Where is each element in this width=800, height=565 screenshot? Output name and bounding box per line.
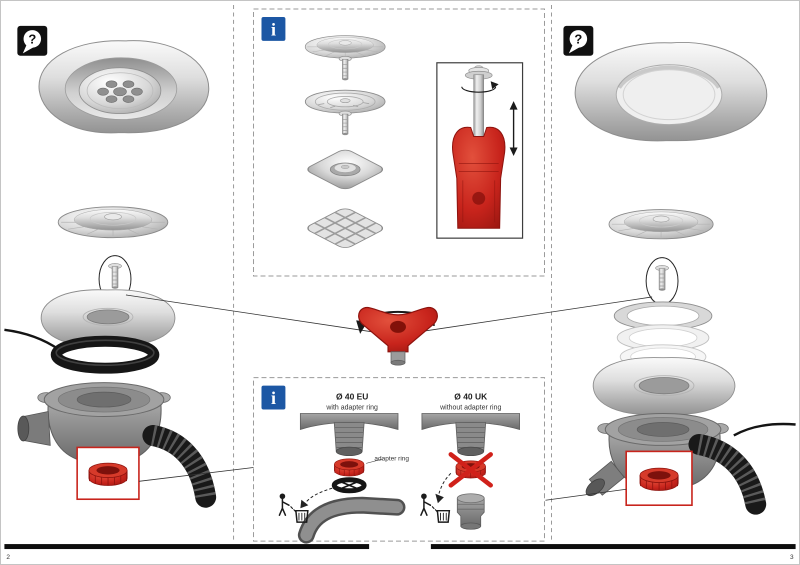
info-glyph: i [271, 388, 276, 408]
white-gasket-ring-1 [616, 324, 710, 352]
strainer-screw [655, 264, 670, 292]
red-service-key-front [452, 126, 506, 229]
finished-drain-top-view [38, 40, 210, 134]
strainer-variant-flat [304, 89, 386, 114]
corrugated-hose [142, 424, 217, 508]
service-key [356, 306, 438, 366]
eu-subtitle: with adapter ring [325, 405, 378, 412]
eu-title: Ø 40 EU [336, 392, 368, 402]
strainer-holes [97, 80, 143, 103]
key-leader-line-right [425, 296, 653, 332]
adapter-ring [639, 467, 679, 491]
info-icon: i [261, 385, 286, 410]
rotate-hint-arrow [461, 86, 497, 93]
tool-shaft [464, 65, 493, 137]
exploded-assembly-right [545, 209, 796, 515]
uk-adapter-fitting [456, 493, 485, 530]
dome-strainer [57, 206, 169, 239]
uk-subtitle: without adapter ring [439, 405, 501, 412]
rubber-seal-ring [56, 340, 154, 368]
footer-bar-right [430, 544, 796, 550]
eu-column: Ø 40 EU with adapter ring adapter ring [278, 392, 409, 544]
control-cable [733, 422, 796, 437]
uk-title: Ø 40 UK [454, 392, 488, 402]
info-icon: i [261, 16, 286, 41]
drain-body [17, 382, 171, 464]
page-number-right: 3 [790, 554, 794, 561]
page-right: ? [545, 25, 796, 515]
footer-bar-left [4, 544, 370, 550]
speech-bubble [569, 30, 588, 48]
adapter-info-box: i Ø 40 EU with adapter ring adapter ring [253, 377, 545, 544]
adapter-ring [88, 462, 128, 486]
page-number-left: 2 [6, 554, 10, 561]
prohibition-x [448, 452, 493, 488]
center-column: i [125, 8, 653, 544]
strainer-variant-square-grid [307, 208, 384, 248]
leader-line-right [545, 488, 627, 501]
adapter-ring-highlight-box [76, 446, 140, 501]
strainer-screw [108, 262, 122, 290]
corrugated-hose [688, 433, 767, 515]
adapter-ring-highlight-box [625, 450, 693, 507]
page-left: ? [4, 25, 255, 508]
tool-detail-box [436, 62, 524, 239]
eu-rubber-gasket [331, 477, 367, 494]
help-icon: ? [17, 25, 48, 56]
help-glyph: ? [574, 31, 582, 46]
help-icon: ? [563, 25, 594, 56]
leader-line-left [138, 466, 255, 482]
info-glyph: i [271, 19, 276, 39]
strainer-variant-square-dome [307, 149, 384, 190]
strainer-variant-dome [304, 35, 386, 59]
finished-flange-top-view [574, 41, 768, 142]
exploded-assembly-left [4, 206, 255, 508]
uk-column: Ø 40 UK without adapter ring [420, 392, 520, 530]
speech-bubble [23, 30, 42, 48]
adapter-ring [334, 458, 365, 477]
chrome-washer-ring [613, 301, 713, 331]
dome-strainer [608, 209, 714, 240]
footer: 2 3 [4, 544, 796, 561]
drain-flange [592, 357, 736, 416]
strainer-variants-info-box: i [253, 8, 545, 277]
callout-leader [366, 458, 384, 464]
vertical-adjust-arrow [509, 101, 518, 156]
adapter-ring-callout: adapter ring [374, 455, 409, 462]
key-leader-line-left [125, 294, 373, 333]
eu-pipe-bend [297, 496, 406, 544]
help-glyph: ? [28, 31, 36, 46]
